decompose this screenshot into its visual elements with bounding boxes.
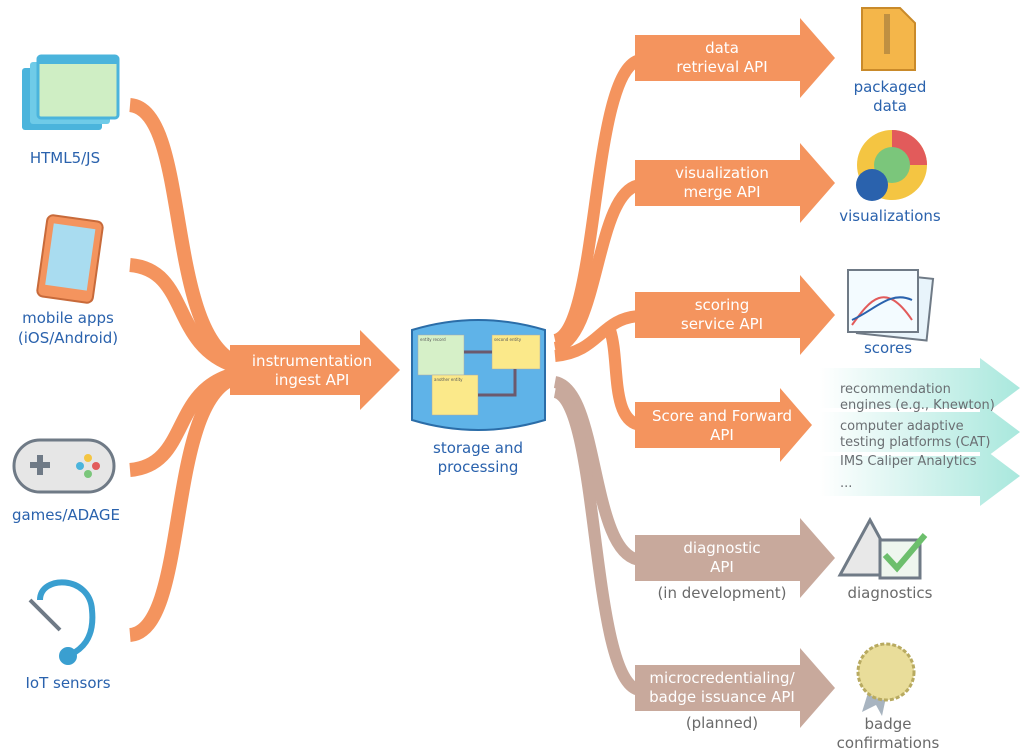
result-label: badge: [865, 715, 912, 733]
api-label: Score and Forward: [652, 407, 792, 425]
headset-sensor-icon: [28, 579, 96, 665]
forward-target-2b: testing platforms (CAT): [840, 435, 990, 450]
api-label: API: [710, 558, 734, 576]
ingest-arrow: [230, 330, 400, 410]
ingest-label-2: ingest API: [275, 371, 350, 389]
storage-label-1: storage and: [433, 439, 523, 457]
forward-target-2a: computer adaptive: [840, 419, 964, 434]
api-arrow-visualization: [635, 143, 835, 223]
api-label: diagnostic: [683, 539, 760, 557]
forward-target-more: ...: [840, 476, 852, 491]
source-label-mobile-2: (iOS/Android): [18, 329, 118, 347]
api-label: merge API: [684, 183, 761, 201]
browser-window-icon: [22, 54, 120, 130]
result-label: scores: [864, 339, 912, 357]
source-label-iot: IoT sensors: [25, 674, 110, 692]
entity-label: second entity: [494, 337, 522, 342]
api-arrow-score-forward: [635, 388, 812, 462]
forward-target-1a: recommendation: [840, 382, 951, 397]
api-label: visualization: [675, 164, 769, 182]
api-label: service API: [681, 315, 763, 333]
source-label-games: games/ADAGE: [12, 506, 120, 524]
output-flows: [552, 54, 643, 696]
warning-check-icon: [837, 516, 928, 580]
gamepad-icon: [12, 438, 116, 494]
api-arrow-badge: [635, 648, 835, 728]
forward-target-1b: engines (e.g., Knewton): [840, 398, 995, 413]
source-label-html5: HTML5/JS: [30, 149, 100, 167]
api-arrow-diagnostic: [635, 518, 835, 598]
result-label: confirmations: [837, 734, 940, 752]
result-label: diagnostics: [847, 584, 932, 602]
ingest-label-1: instrumentation: [252, 352, 372, 370]
zip-file-icon: [861, 7, 916, 71]
badge-seal-icon: [856, 642, 916, 716]
scatter-plot-icon: [847, 269, 935, 342]
api-label: scoring: [695, 296, 750, 314]
source-label-mobile-1: mobile apps: [22, 309, 114, 327]
api-label: microcredentialing/: [649, 669, 795, 687]
entity-label: entity record: [420, 337, 446, 342]
storage-label-2: processing: [438, 458, 519, 476]
forward-arrows: [820, 358, 1020, 506]
result-label: data: [873, 97, 907, 115]
tablet-icon: [36, 214, 104, 304]
api-label: badge issuance API: [649, 688, 795, 706]
api-status: (planned): [686, 714, 758, 732]
api-arrows: [635, 18, 835, 728]
entity-label: another entity: [434, 377, 463, 382]
forward-target-3: IMS Caliper Analytics: [840, 454, 977, 469]
api-status: (in development): [657, 584, 786, 602]
pie-chart-icon: [856, 130, 927, 201]
result-label: packaged: [854, 78, 927, 96]
api-arrow-data-retrieval: [635, 18, 835, 98]
api-label: retrieval API: [676, 58, 767, 76]
input-flows: [128, 98, 239, 642]
api-label: data: [705, 39, 739, 57]
database-schema-icon: entity record second entity another enti…: [411, 319, 546, 431]
result-label: visualizations: [839, 207, 941, 225]
api-label: API: [710, 426, 734, 444]
api-arrow-scoring: [635, 275, 835, 355]
